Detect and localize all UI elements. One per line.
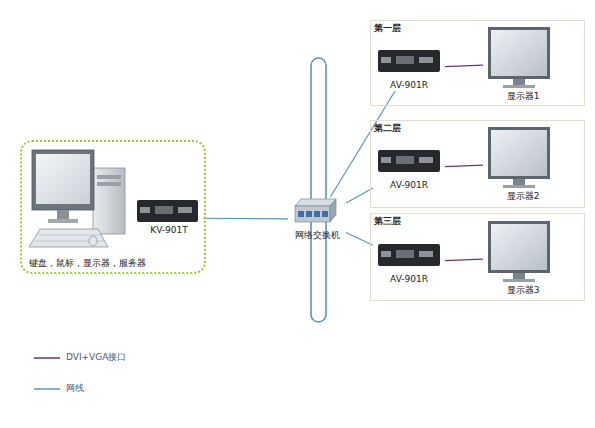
monitor-illustration [488, 127, 550, 188]
monitor-box: 显示器1 [483, 25, 563, 102]
receiver-box: AV-901R [373, 145, 445, 191]
switch-box: 网络交换机 [288, 197, 346, 241]
connector-line [346, 233, 373, 246]
receiver-device [378, 244, 440, 266]
node-label: 键盘，鼠标，显示器，服务器 [29, 258, 146, 269]
node-label: 第一层 [374, 23, 401, 34]
node-label: AV-901R [390, 80, 428, 91]
legend-label: 网线 [66, 383, 84, 394]
node-label: 显示器3 [507, 285, 540, 296]
floor-box: 第三层 AV-901R 显示器3 [370, 213, 585, 301]
device-group: 键盘，鼠标，显示器，服务器 KV-901T [20, 140, 206, 274]
node-label: 第三层 [374, 216, 401, 227]
node-label: AV-901R [390, 274, 428, 285]
floor-box: 第二层 AV-901R 显示器2 [370, 120, 585, 208]
switch-illustration [295, 199, 336, 222]
node-label: 第二层 [374, 123, 401, 134]
monitor-box: 显示器2 [483, 125, 563, 202]
connector-line [203, 218, 288, 220]
connector-line [346, 188, 373, 203]
receiver-device [378, 50, 440, 72]
node-label: 显示器2 [507, 191, 540, 202]
floor-box: 第一层 AV-901R 显示器1 [370, 20, 585, 106]
monitor-box: 显示器3 [483, 219, 563, 296]
monitor-illustration [488, 27, 550, 88]
node-label: AV-901R [390, 180, 428, 191]
legend-label: DVI+VGA接口 [66, 352, 126, 363]
computer-illustration [29, 150, 125, 247]
receiver-box: AV-901R [373, 239, 445, 285]
backbone-ring [311, 58, 326, 322]
receiver-box: AV-901R [373, 45, 445, 91]
node-label: 网络交换机 [295, 230, 340, 241]
node-label: 显示器1 [507, 91, 540, 102]
transmitter-device [137, 200, 198, 222]
receiver-device [378, 150, 440, 172]
connector-line [445, 259, 483, 261]
connector-line [445, 165, 483, 167]
connector-line [445, 65, 483, 67]
node-label: KV-901T [150, 225, 187, 236]
transmitter-box: KV-901T [135, 200, 203, 236]
legend-sample [34, 388, 60, 390]
monitor-illustration [488, 221, 550, 282]
connector-line [330, 91, 395, 197]
legend-sample [34, 357, 60, 359]
